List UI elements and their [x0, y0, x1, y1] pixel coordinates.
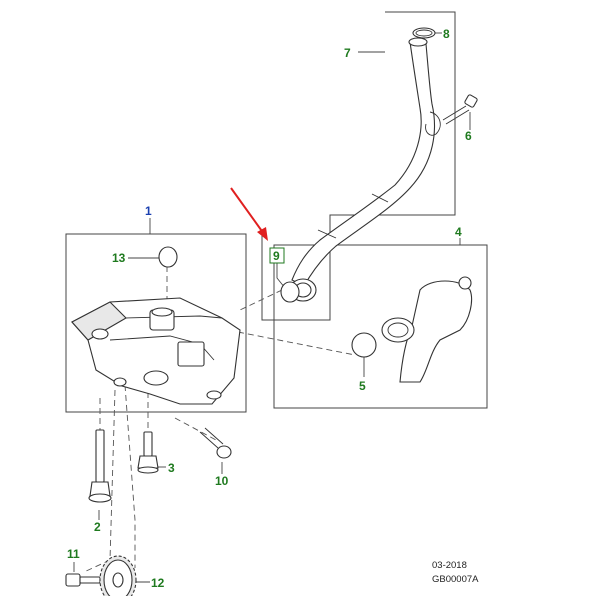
dash-elbow-to-pump — [237, 331, 356, 356]
callout-9-box — [269, 247, 285, 264]
bolt-2 — [88, 429, 112, 503]
callout-6: 6 — [465, 129, 472, 143]
drive-gear — [99, 555, 137, 596]
bolt-3 — [137, 431, 159, 474]
dash-pickup-to-pump — [239, 289, 283, 311]
bolt-11 — [65, 573, 101, 587]
callout-3: 3 — [168, 461, 175, 475]
oil-pump-body — [71, 297, 241, 405]
callout-1: 1 — [145, 204, 152, 218]
callout-10: 10 — [215, 474, 229, 488]
o-ring-5 — [351, 332, 377, 358]
frame-oil-pump — [65, 233, 247, 413]
footer-code: GB00007A — [432, 574, 479, 585]
callout-4: 4 — [455, 225, 462, 239]
callout-13: 13 — [112, 251, 126, 265]
callout-7: 7 — [344, 46, 351, 60]
frame-pickup-tube — [261, 11, 456, 321]
bolt-10 — [199, 427, 232, 459]
leader-9 — [276, 262, 286, 289]
elbow-pipe — [381, 276, 473, 383]
callout-8: 8 — [443, 27, 450, 41]
frame-elbow — [273, 244, 488, 409]
callout-5: 5 — [359, 379, 366, 393]
bolt-6 — [442, 94, 478, 125]
footer-date: 03-2018 — [432, 560, 467, 571]
callout-2: 2 — [94, 520, 101, 534]
callout-9: 9 — [273, 249, 280, 263]
highlight-arrow — [230, 187, 268, 241]
o-ring-13 — [158, 246, 178, 268]
callout-12: 12 — [151, 576, 165, 590]
dash-gear — [124, 384, 136, 568]
callout-11: 11 — [67, 547, 80, 561]
pickup-tube — [289, 37, 441, 302]
dash-bolt10 — [174, 417, 217, 441]
o-ring-9 — [280, 281, 300, 303]
